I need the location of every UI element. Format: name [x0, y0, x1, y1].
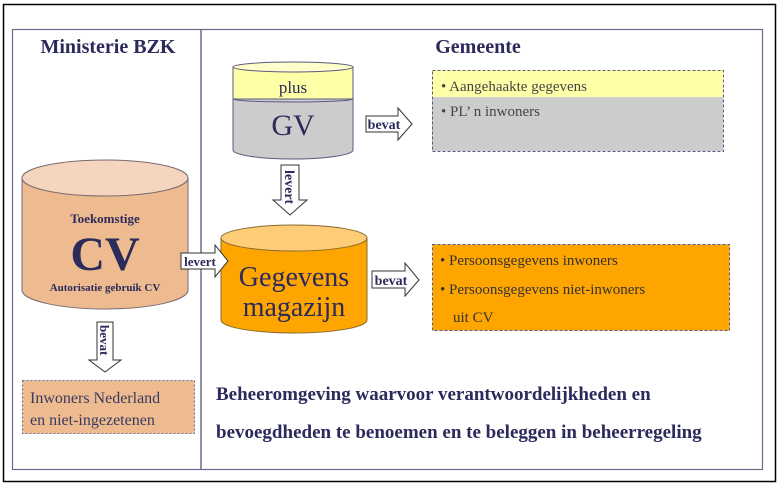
warehouse-box-item: uit CV	[453, 310, 494, 326]
cv-cylinder: Toekomstige CV Autorisatie gebruik CV	[21, 159, 189, 310]
gv-delivers-arrow: levert	[271, 164, 309, 216]
svg-text:bevat: bevat	[97, 325, 112, 356]
cv-delivers-arrow: levert	[180, 243, 229, 279]
svg-text:bevat: bevat	[375, 274, 408, 289]
warehouse-contains-arrow: bevat	[371, 261, 420, 298]
gv-band-text: plus	[279, 78, 307, 97]
gv-cylinder: plus GV	[232, 61, 354, 160]
right-panel-title: Gemeente	[435, 36, 521, 58]
gv-contains-arrow: bevat	[365, 106, 413, 142]
svg-text:levert: levert	[184, 254, 216, 269]
inhabitants-line2: en niet-ingezetenen	[30, 412, 155, 429]
left-panel-title: Ministerie BZK	[41, 36, 176, 58]
warehouse-box-item: • Persoonsgegevens niet-inwoners	[440, 282, 645, 298]
warehouse-box-item: • Persoonsgegevens inwoners	[440, 253, 618, 269]
warehouse-line2: magazijn	[243, 292, 346, 323]
cv-main-text: CV	[70, 228, 140, 281]
warehouse-cylinder: Gegevens magazijn	[220, 224, 368, 334]
inhabitants-box: Inwoners Nederland en niet-ingezetenen	[22, 380, 195, 434]
gv-box-item: • PL’ n inwoners	[441, 104, 540, 120]
warehouse-contents-box: • Persoonsgegevens inwoners • Persoonsge…	[432, 244, 730, 331]
cv-bottom-text: Autorisatie gebruik CV	[50, 282, 161, 294]
svg-text:levert: levert	[281, 170, 296, 205]
gv-main-text: GV	[271, 109, 315, 142]
cv-contains-arrow: bevat	[87, 321, 123, 373]
gv-contents-box: • Aangehaakte gegevens • PL’ n inwoners	[432, 70, 724, 152]
warehouse-line1: Gegevens	[239, 262, 349, 293]
statement-line1: Beheeromgeving waarvoor verantwoordelijk…	[216, 384, 651, 405]
cv-top-text: Toekomstige	[70, 211, 140, 226]
gv-box-item: • Aangehaakte gegevens	[441, 79, 587, 95]
statement-line2: bevoegdheden te benoemen en te beleggen …	[216, 422, 702, 443]
svg-text:bevat: bevat	[368, 118, 401, 133]
inhabitants-line1: Inwoners Nederland	[30, 390, 160, 407]
